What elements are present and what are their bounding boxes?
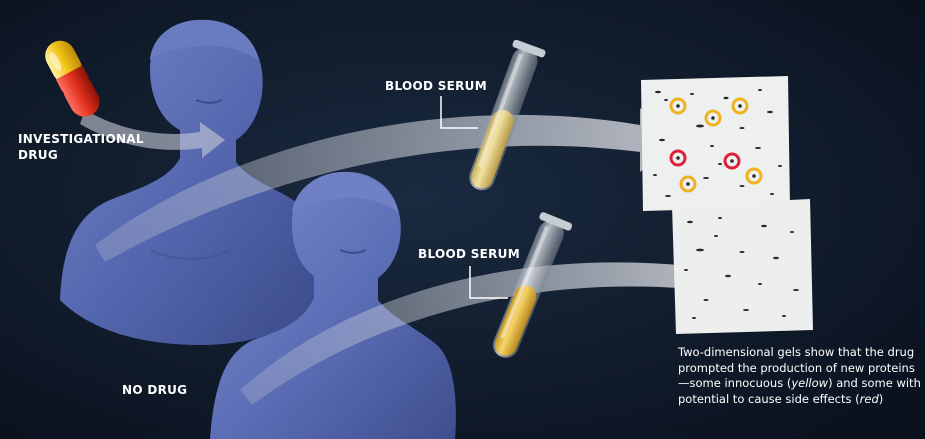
label-blood-serum-bottom: BLOOD SERUM xyxy=(418,246,520,262)
label-investigational-drug: INVESTIGATIONAL DRUG xyxy=(18,131,144,163)
protein-gel-icon-drug xyxy=(641,76,790,211)
label-blood-serum-top: BLOOD SERUM xyxy=(385,78,487,94)
caption-yellow-word: yellow xyxy=(791,376,828,390)
label-drug-line1: INVESTIGATIONAL xyxy=(18,131,144,147)
gel-caption: Two-dimensional gels show that the drug … xyxy=(678,345,923,407)
label-no-drug: NO DRUG xyxy=(122,382,187,398)
protein-gel-icon-no-drug xyxy=(672,199,813,334)
label-drug-line2: DRUG xyxy=(18,147,144,163)
caption-part3: ) xyxy=(879,392,884,406)
caption-red-word: red xyxy=(860,392,879,406)
